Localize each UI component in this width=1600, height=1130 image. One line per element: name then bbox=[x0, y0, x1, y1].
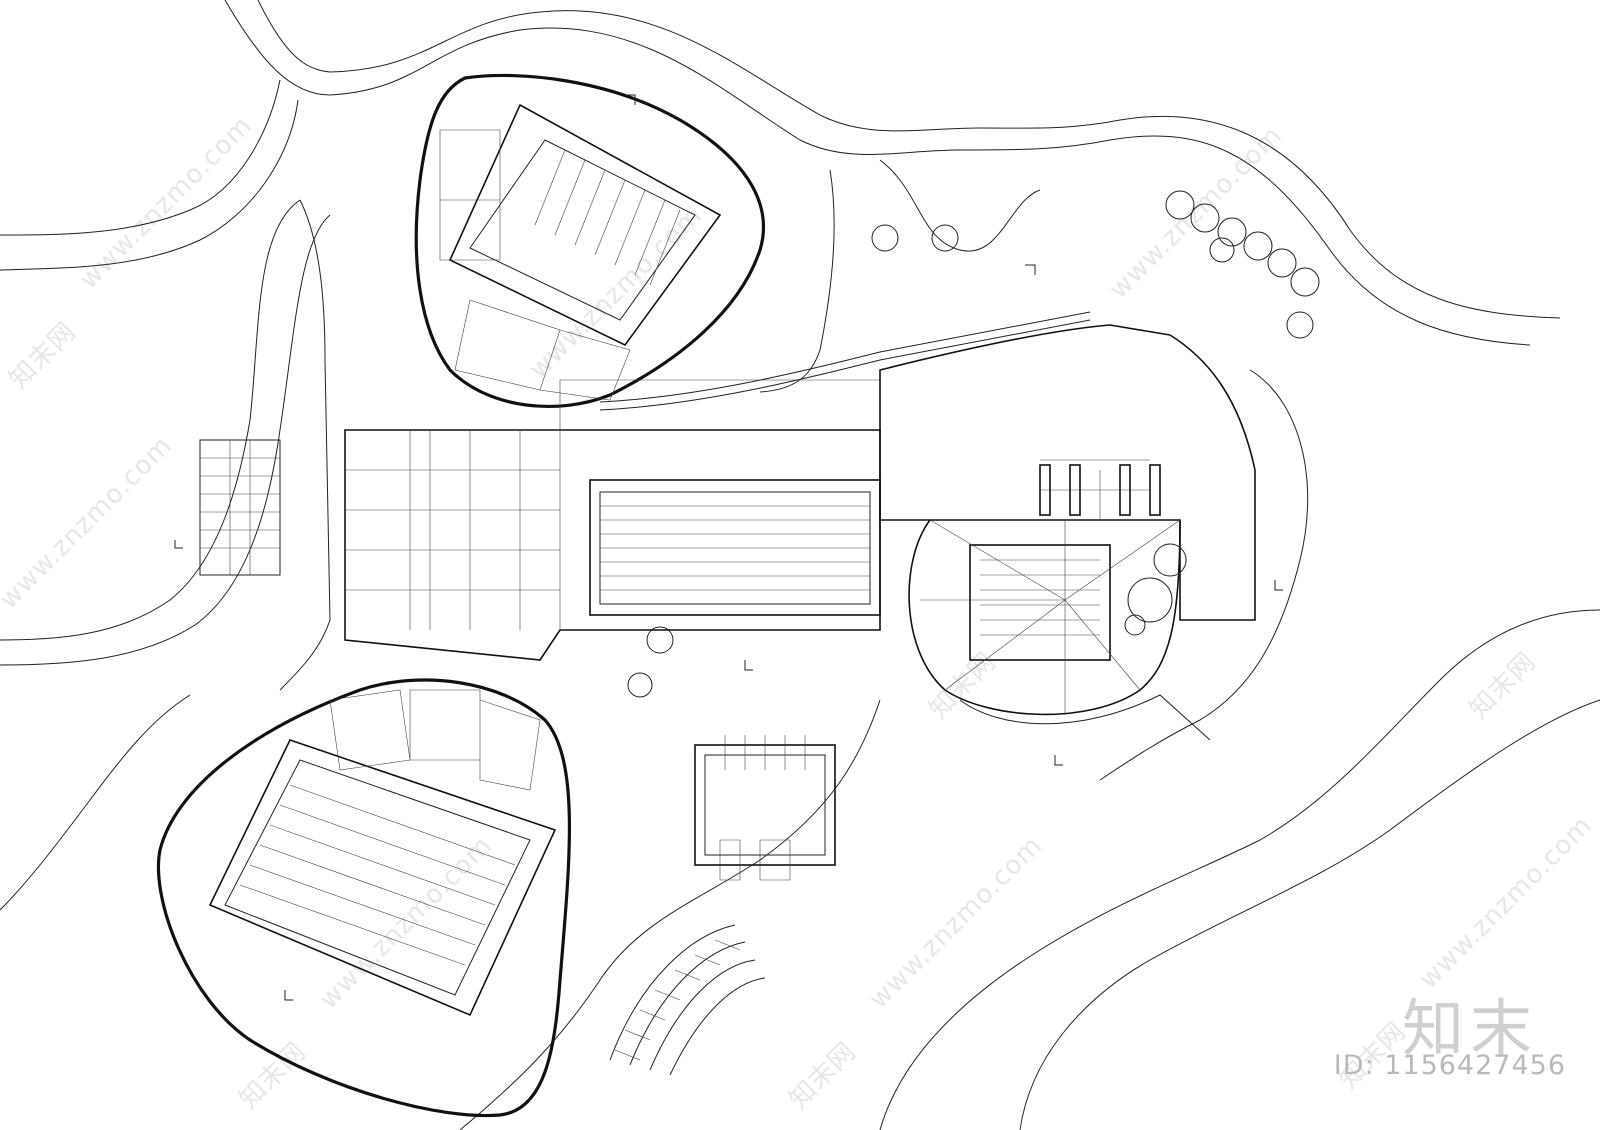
watermark-id: ID: 1156427456 bbox=[1333, 1050, 1566, 1081]
outdoor-pool-block bbox=[694, 735, 836, 881]
watermark-text: www.znzmo.com bbox=[74, 110, 259, 295]
north-pool-building bbox=[414, 73, 766, 409]
brand-watermark-logo: 知末 bbox=[1401, 992, 1538, 1065]
watermark-text: www.znzmo.com bbox=[1414, 810, 1599, 995]
east-building bbox=[879, 324, 1256, 741]
bleachers bbox=[199, 439, 281, 576]
trees bbox=[627, 190, 1320, 698]
southwest-pool-building bbox=[156, 678, 572, 1118]
watermark-text: 知末网 bbox=[1464, 646, 1542, 724]
central-pool-hall bbox=[344, 311, 1091, 661]
watermark-text: www.znzmo.com bbox=[524, 200, 709, 385]
watermark-text: www.znzmo.com bbox=[0, 430, 178, 615]
watermark-pattern: 知末网 www.znzmo.com www.znzmo.com www.znzm… bbox=[0, 110, 1598, 1115]
watermark-text: 知末网 bbox=[784, 1036, 862, 1114]
watermark-text: 知末网 bbox=[4, 316, 82, 394]
section-markers bbox=[174, 94, 1283, 1001]
watermark-text: 知末网 bbox=[234, 1036, 312, 1114]
watermark-text: www.znzmo.com bbox=[864, 830, 1049, 1015]
amphitheatre-steps bbox=[609, 924, 766, 1076]
watermark-text: www.znzmo.com bbox=[1104, 120, 1289, 305]
watermark-text: 知末网 bbox=[924, 646, 1002, 724]
